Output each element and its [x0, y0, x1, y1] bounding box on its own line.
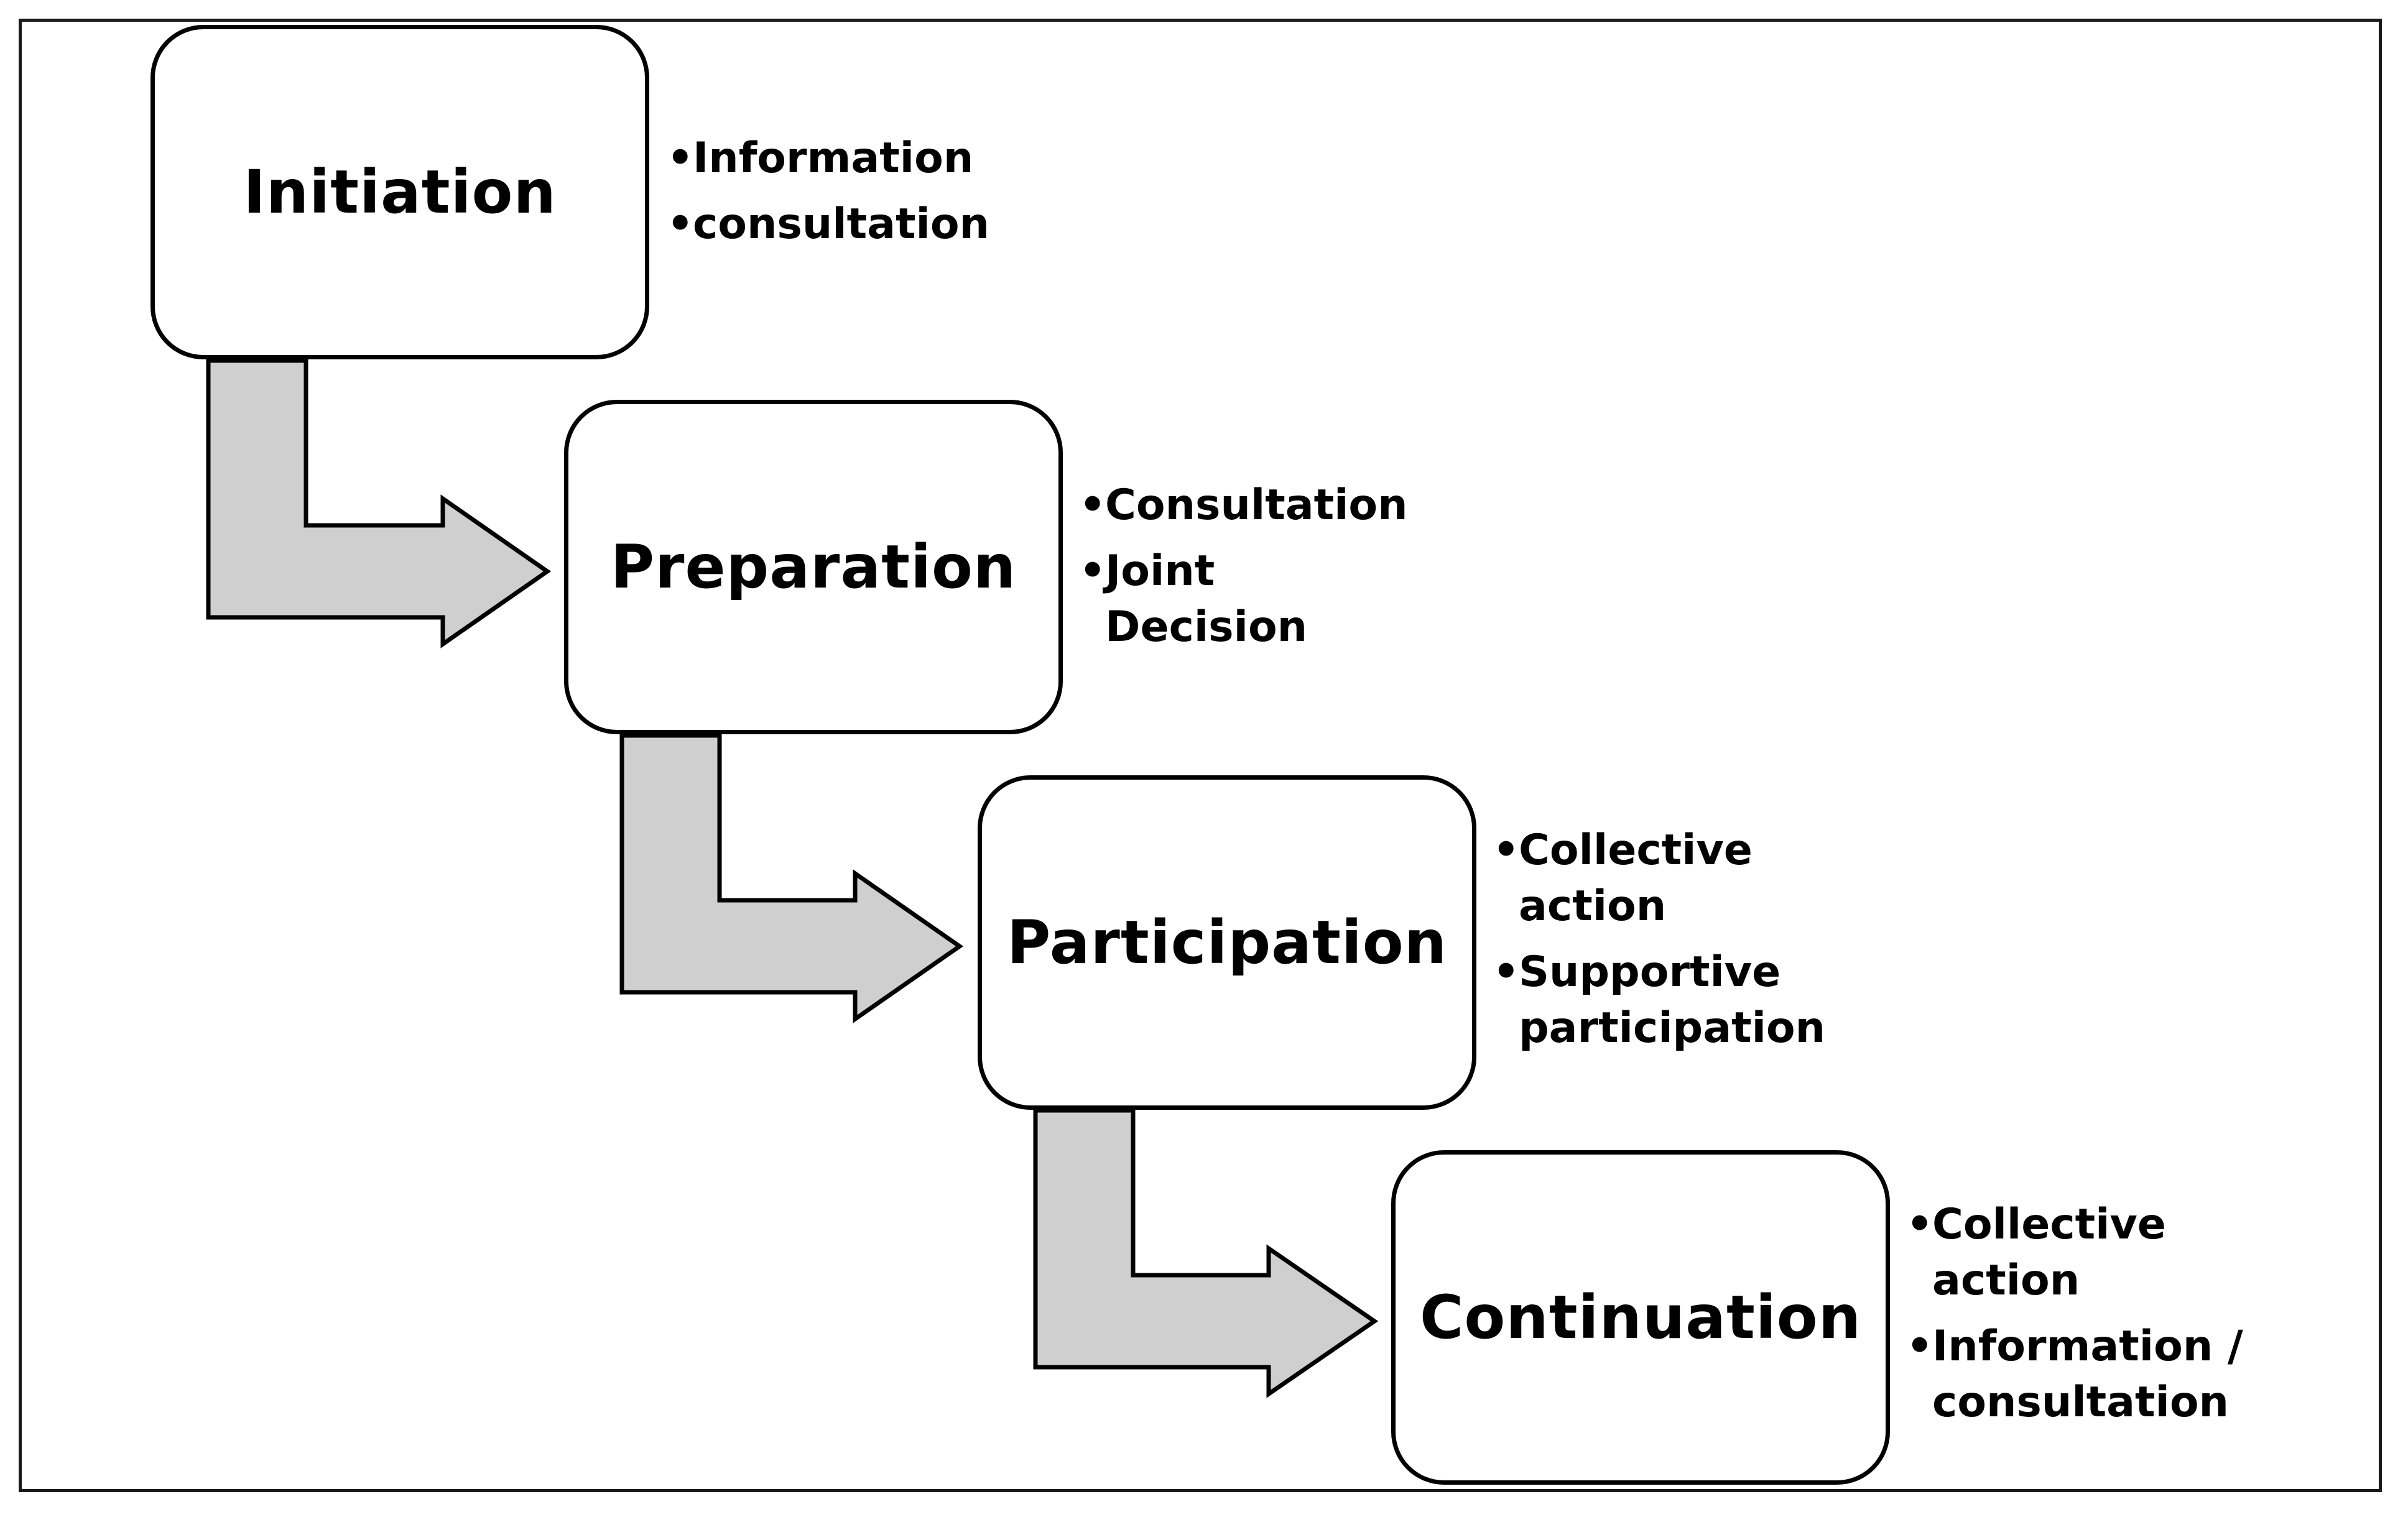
- bullet-dot: •: [667, 134, 694, 183]
- diagram-frame: [19, 19, 2382, 1492]
- stage-box-initiation: Initiation: [150, 25, 649, 359]
- stage-box-participation: Participation: [978, 775, 1476, 1110]
- bullet-item: • consultation: [667, 196, 989, 252]
- bullet-dot: •: [1493, 826, 1520, 875]
- bullet-item: • Supportive participation: [1493, 944, 1825, 1056]
- bullet-item: • Information: [667, 131, 989, 187]
- bullet-item: • Collective action: [1906, 1197, 2243, 1309]
- bullet-text: Information: [693, 134, 974, 183]
- stage-title-continuation: Continuation: [1419, 1283, 1862, 1352]
- arrow-initiation-to-preparation: [206, 358, 552, 648]
- bullet-item: • Information / consultation: [1906, 1319, 2243, 1431]
- bullet-text: Joint Decision: [1105, 547, 1308, 652]
- bullet-list-continuation: • Collective action • Information / cons…: [1906, 1197, 2243, 1441]
- bullet-list-participation: • Collective action • Supportive partici…: [1493, 823, 1825, 1066]
- bullet-text: Information / consultation: [1932, 1322, 2243, 1427]
- bullet-dot: •: [667, 200, 694, 249]
- stage-title-preparation: Preparation: [610, 532, 1017, 602]
- bullet-list-initiation: • Information • consultation: [667, 131, 989, 262]
- bullet-list-preparation: • Consultation • Joint Decision: [1079, 477, 1408, 665]
- bullet-dot: •: [1079, 481, 1106, 530]
- stage-box-preparation: Preparation: [564, 400, 1063, 734]
- bullet-text: consultation: [693, 200, 989, 249]
- bullet-item: • Collective action: [1493, 823, 1825, 934]
- stage-title-participation: Participation: [1006, 908, 1448, 977]
- arrow-participation-to-continuation: [1033, 1108, 1379, 1398]
- arrow-preparation-to-participation: [619, 733, 964, 1023]
- bullet-dot: •: [1906, 1200, 1933, 1249]
- bullet-item: • Consultation: [1079, 477, 1408, 533]
- bullet-dot: •: [1079, 547, 1106, 596]
- bullet-dot: •: [1493, 948, 1520, 997]
- stage-box-continuation: Continuation: [1391, 1150, 1890, 1485]
- bullet-item: • Joint Decision: [1079, 543, 1408, 655]
- bullet-dot: •: [1906, 1322, 1933, 1371]
- bullet-text: Supportive participation: [1519, 948, 1826, 1053]
- stage-title-initiation: Initiation: [243, 157, 557, 227]
- bullet-text: Collective action: [1932, 1200, 2166, 1305]
- bullet-text: Consultation: [1105, 481, 1408, 530]
- bullet-text: Collective action: [1519, 826, 1753, 931]
